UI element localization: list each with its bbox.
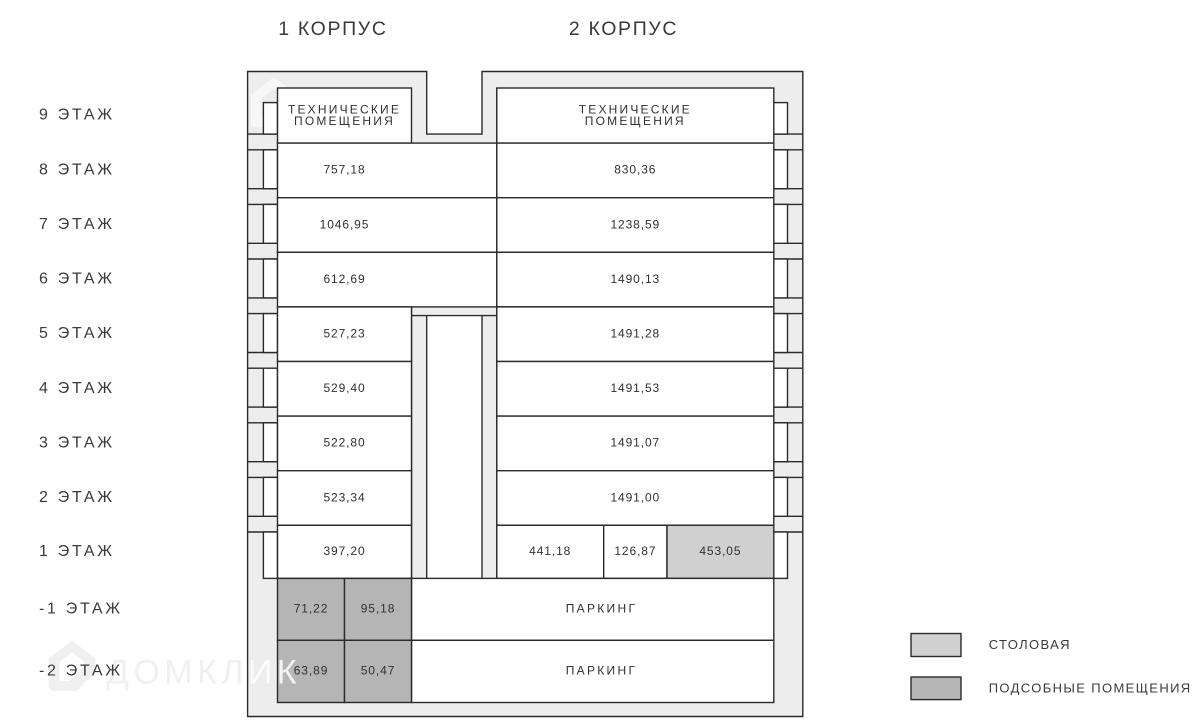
svg-text:1490,13: 1490,13	[610, 272, 660, 286]
svg-text:3 ЭТАЖ: 3 ЭТАЖ	[39, 434, 115, 451]
svg-text:1 КОРПУС: 1 КОРПУС	[278, 18, 387, 40]
svg-text:6 ЭТАЖ: 6 ЭТАЖ	[39, 271, 115, 288]
svg-text:7 ЭТАЖ: 7 ЭТАЖ	[39, 216, 115, 233]
svg-text:441,18: 441,18	[529, 544, 571, 558]
svg-text:ПОМЕЩЕНИЯ: ПОМЕЩЕНИЯ	[585, 114, 686, 128]
svg-text:ТЕХНИЧЕСКИЕ: ТЕХНИЧЕСКИЕ	[579, 102, 692, 116]
svg-text:2 КОРПУС: 2 КОРПУС	[569, 18, 678, 40]
svg-text:1 ЭТАЖ: 1 ЭТАЖ	[39, 543, 115, 560]
svg-text:ПОМЕЩЕНИЯ: ПОМЕЩЕНИЯ	[294, 114, 395, 128]
svg-text:ПОДСОБНЫЕ ПОМЕЩЕНИЯ: ПОДСОБНЫЕ ПОМЕЩЕНИЯ	[989, 680, 1192, 695]
svg-text:95,18: 95,18	[361, 602, 396, 616]
svg-text:612,69: 612,69	[323, 272, 365, 286]
svg-text:522,80: 522,80	[323, 436, 365, 450]
svg-text:397,20: 397,20	[323, 544, 365, 558]
svg-text:757,18: 757,18	[323, 163, 365, 177]
svg-text:5 ЭТАЖ: 5 ЭТАЖ	[39, 325, 115, 342]
svg-text:1238,59: 1238,59	[610, 217, 660, 231]
svg-text:1491,07: 1491,07	[610, 436, 660, 450]
svg-text:529,40: 529,40	[323, 381, 365, 395]
svg-text:-2 ЭТАЖ: -2 ЭТАЖ	[39, 662, 123, 679]
svg-text:830,36: 830,36	[614, 163, 656, 177]
svg-text:9 ЭТАЖ: 9 ЭТАЖ	[39, 107, 115, 124]
svg-text:1046,95: 1046,95	[320, 217, 370, 231]
svg-text:126,87: 126,87	[614, 544, 656, 558]
svg-text:ПАРКИНГ: ПАРКИНГ	[566, 664, 638, 678]
svg-text:50,47: 50,47	[361, 664, 396, 678]
svg-text:4 ЭТАЖ: 4 ЭТАЖ	[39, 380, 115, 397]
svg-text:ТЕХНИЧЕСКИЕ: ТЕХНИЧЕСКИЕ	[288, 102, 401, 116]
svg-text:71,22: 71,22	[294, 602, 329, 616]
svg-text:8 ЭТАЖ: 8 ЭТАЖ	[39, 161, 115, 178]
svg-text:1491,00: 1491,00	[610, 490, 660, 504]
svg-text:1491,28: 1491,28	[610, 327, 660, 341]
svg-text:453,05: 453,05	[699, 544, 741, 558]
svg-text:2 ЭТАЖ: 2 ЭТАЖ	[39, 489, 115, 506]
svg-text:ДОМКЛИК: ДОМКЛИК	[106, 654, 301, 692]
svg-text:-1 ЭТАЖ: -1 ЭТАЖ	[39, 600, 123, 617]
svg-text:63,89: 63,89	[294, 664, 329, 678]
svg-text:ПАРКИНГ: ПАРКИНГ	[566, 602, 638, 616]
svg-text:1491,53: 1491,53	[610, 381, 660, 395]
svg-text:СТОЛОВАЯ: СТОЛОВАЯ	[989, 637, 1071, 652]
svg-text:523,34: 523,34	[323, 490, 365, 504]
svg-text:527,23: 527,23	[323, 327, 365, 341]
